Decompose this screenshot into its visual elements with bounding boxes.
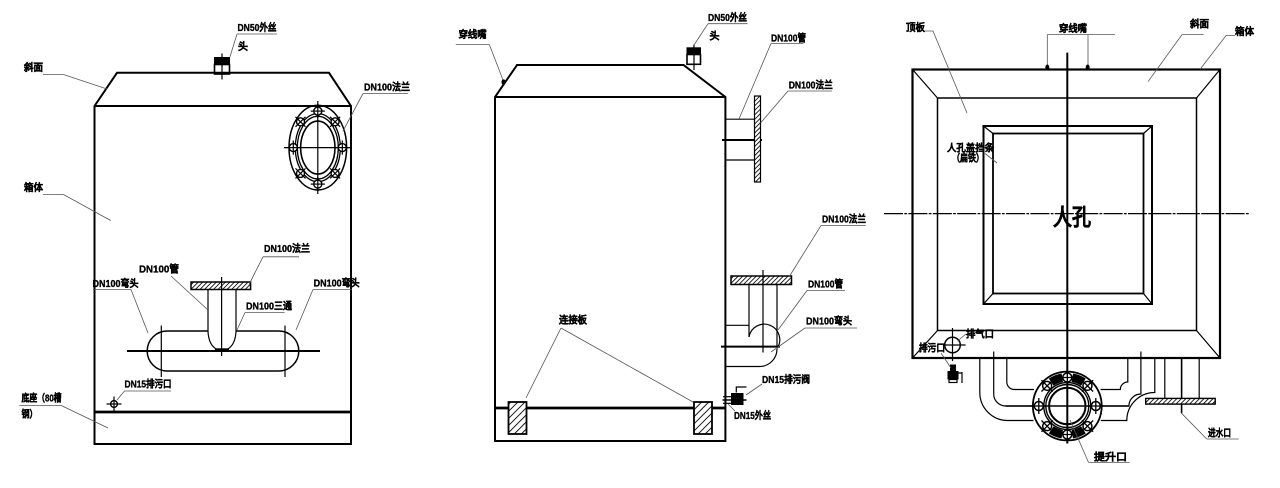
svg-text:人孔盖挡条: 人孔盖挡条 xyxy=(947,142,995,155)
svg-text:斜面: 斜面 xyxy=(23,61,43,74)
svg-text:DN15排污阀: DN15排污阀 xyxy=(762,373,810,386)
svg-text:穿线嘴: 穿线嘴 xyxy=(1059,22,1087,35)
svg-text:DN100法兰: DN100法兰 xyxy=(264,242,310,255)
svg-text:箱体: 箱体 xyxy=(1235,25,1255,38)
svg-text:DN100法兰: DN100法兰 xyxy=(364,81,410,94)
svg-text:钢）: 钢） xyxy=(22,408,38,421)
svg-text:顶板: 顶板 xyxy=(906,21,926,34)
svg-text:DN100弯头: DN100弯头 xyxy=(314,277,360,290)
svg-text:进水口: 进水口 xyxy=(1208,427,1231,440)
svg-text:DN50外丝: DN50外丝 xyxy=(708,11,747,24)
svg-text:底座（80槽: 底座（80槽 xyxy=(22,392,62,405)
svg-text:（扁铁）: （扁铁） xyxy=(952,152,984,165)
svg-text:排污口: 排污口 xyxy=(919,342,945,355)
svg-text:人孔: 人孔 xyxy=(1053,204,1091,230)
svg-text:穿线嘴: 穿线嘴 xyxy=(459,28,487,41)
svg-text:头: 头 xyxy=(710,30,720,43)
svg-text:DN100弯头: DN100弯头 xyxy=(806,315,852,328)
svg-text:头: 头 xyxy=(238,40,248,53)
svg-text:DN100管: DN100管 xyxy=(808,278,843,291)
svg-text:DN100法兰: DN100法兰 xyxy=(789,79,833,92)
svg-text:连接板: 连接板 xyxy=(559,314,588,327)
svg-text:排气口: 排气口 xyxy=(966,328,994,341)
svg-text:DN50外丝: DN50外丝 xyxy=(238,21,277,34)
svg-text:提升口: 提升口 xyxy=(1094,451,1127,464)
svg-text:斜面: 斜面 xyxy=(1189,18,1209,31)
svg-text:DN15排污口: DN15排污口 xyxy=(125,378,172,391)
svg-text:DN100法兰: DN100法兰 xyxy=(822,213,866,226)
svg-text:DN100弯头: DN100弯头 xyxy=(93,277,139,290)
svg-text:DN15外丝: DN15外丝 xyxy=(734,409,771,422)
svg-text:DN100管: DN100管 xyxy=(771,32,806,45)
svg-text:DN100三通: DN100三通 xyxy=(246,301,292,313)
svg-text:DN100管: DN100管 xyxy=(139,263,179,276)
svg-text:箱体: 箱体 xyxy=(24,181,44,194)
